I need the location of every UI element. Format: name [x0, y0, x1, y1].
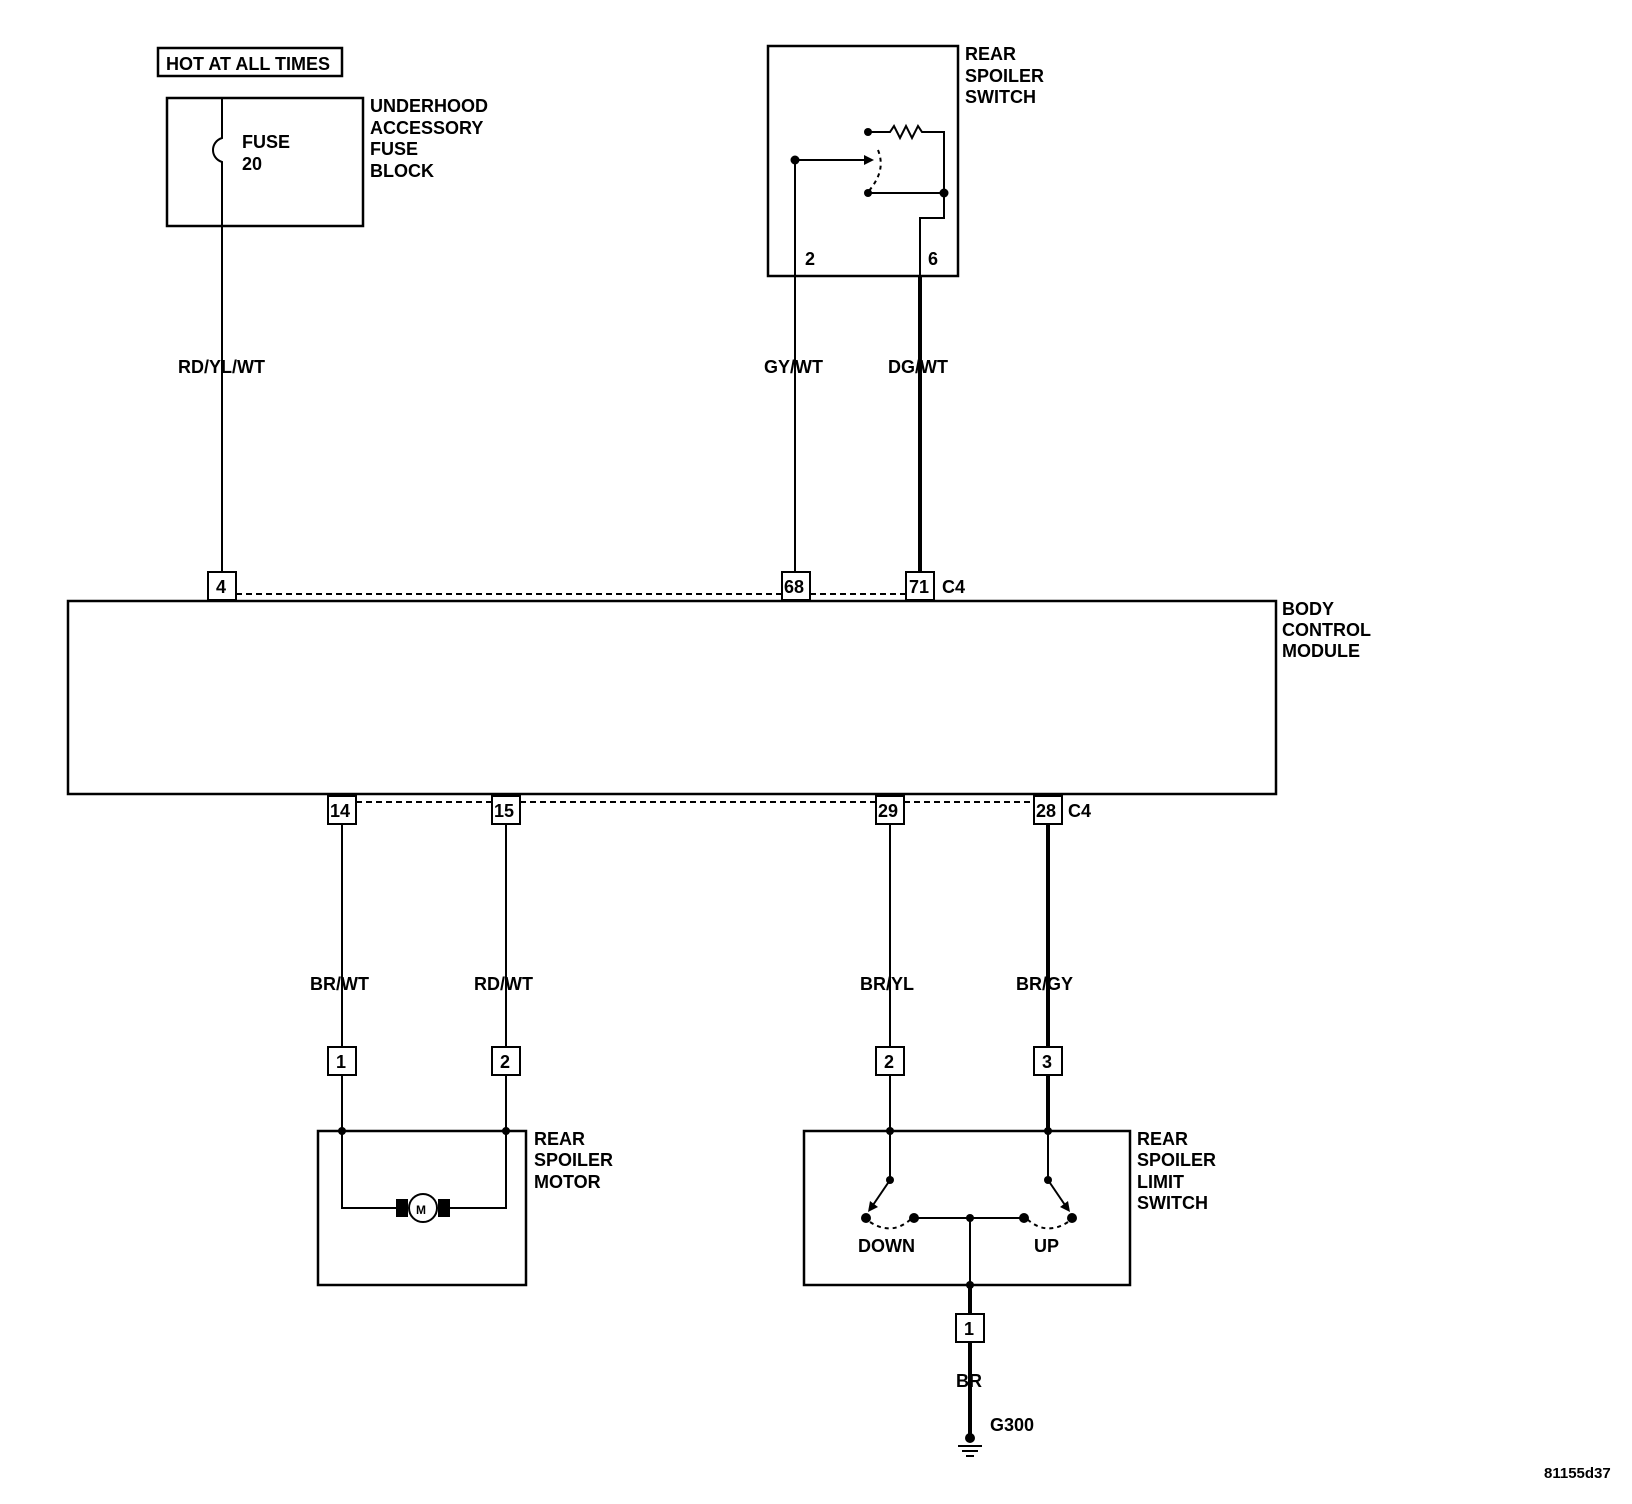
svg-text:REAR: REAR: [1137, 1129, 1188, 1149]
wire-label-brgy: BR/GY: [1016, 974, 1073, 994]
wire-label-gywt: GY/WT: [764, 357, 823, 377]
svg-text:M: M: [416, 1203, 426, 1217]
svg-text:SWITCH: SWITCH: [1137, 1193, 1208, 1213]
svg-text:68: 68: [784, 577, 804, 597]
limit-pin-1: [955, 1313, 985, 1343]
body-control-module: BODY CONTROL MODULE 4 68 71 C4 14 15 29 …: [66, 571, 1371, 825]
rear-spoiler-switch: REAR SPOILER SWITCH 2 6: [766, 44, 1044, 278]
limit-pin-3: [1033, 1046, 1063, 1076]
fuse-block: FUSE 20 UNDERHOOD ACCESSORY FUSE BLOCK: [165, 96, 488, 228]
svg-text:4: 4: [216, 577, 226, 597]
svg-text:FUSE: FUSE: [370, 139, 418, 159]
wire-label-br: BR: [956, 1371, 982, 1391]
bcm-pin-71: [905, 571, 935, 601]
wire-label-brwt: BR/WT: [310, 974, 369, 994]
svg-text:ACCESSORY: ACCESSORY: [370, 118, 483, 138]
wire-label-rdwt: RD/WT: [474, 974, 533, 994]
switch-pin-6: 6: [928, 249, 938, 269]
svg-text:HOT AT ALL TIMES: HOT AT ALL TIMES: [166, 54, 330, 74]
svg-text:REAR: REAR: [965, 44, 1016, 64]
wire-label-fuse: RD/YL/WT: [178, 357, 265, 377]
bcm-pin-68: [781, 571, 811, 601]
svg-text:28: 28: [1036, 801, 1056, 821]
svg-text:SWITCH: SWITCH: [965, 87, 1036, 107]
bcm-bottom-connector: C4: [1068, 801, 1091, 821]
svg-text:BODY: BODY: [1282, 599, 1334, 619]
wire-label-dgwt: DG/WT: [888, 357, 948, 377]
motor-icon: [408, 1193, 438, 1223]
svg-text:SPOILER: SPOILER: [1137, 1150, 1216, 1170]
svg-text:2: 2: [884, 1052, 894, 1072]
bcm-top-connector: C4: [942, 577, 965, 597]
svg-text:SPOILER: SPOILER: [534, 1150, 613, 1170]
up-label: UP: [1034, 1236, 1059, 1256]
hot-at-all-times-label: HOT AT ALL TIMES: [156, 46, 344, 78]
svg-text:REAR: REAR: [534, 1129, 585, 1149]
svg-text:MOTOR: MOTOR: [534, 1172, 601, 1192]
svg-text:1: 1: [964, 1319, 974, 1339]
fuse-number: 20: [242, 154, 262, 174]
limit-pin-2: [875, 1046, 905, 1076]
rear-spoiler-motor: REAR SPOILER MOTOR M: [316, 1127, 613, 1287]
svg-text:1: 1: [336, 1052, 346, 1072]
svg-text:2: 2: [500, 1052, 510, 1072]
svg-text:LIMIT: LIMIT: [1137, 1172, 1184, 1192]
ground-ref: G300: [990, 1415, 1034, 1435]
svg-text:MODULE: MODULE: [1282, 641, 1360, 661]
ground-icon: [958, 1445, 982, 1457]
diagram-id: 81155d37: [1544, 1465, 1611, 1482]
svg-text:SPOILER: SPOILER: [965, 66, 1044, 86]
svg-text:3: 3: [1042, 1052, 1052, 1072]
motor-pin-2: [491, 1046, 521, 1076]
rear-spoiler-limit-switch: REAR SPOILER LIMIT SWITCH DOWN UP: [802, 1127, 1216, 1289]
svg-text:71: 71: [909, 577, 929, 597]
switch-pin-2: 2: [805, 249, 815, 269]
fuse-label: FUSE: [242, 132, 290, 152]
svg-text:15: 15: [494, 801, 514, 821]
down-label: DOWN: [858, 1236, 915, 1256]
wire-label-bryl: BR/YL: [860, 974, 914, 994]
svg-text:UNDERHOOD: UNDERHOOD: [370, 96, 488, 116]
svg-text:29: 29: [878, 801, 898, 821]
svg-text:CONTROL: CONTROL: [1282, 620, 1371, 640]
svg-text:14: 14: [330, 801, 350, 821]
svg-text:BLOCK: BLOCK: [370, 161, 434, 181]
bcm-pin-4: [207, 571, 237, 601]
